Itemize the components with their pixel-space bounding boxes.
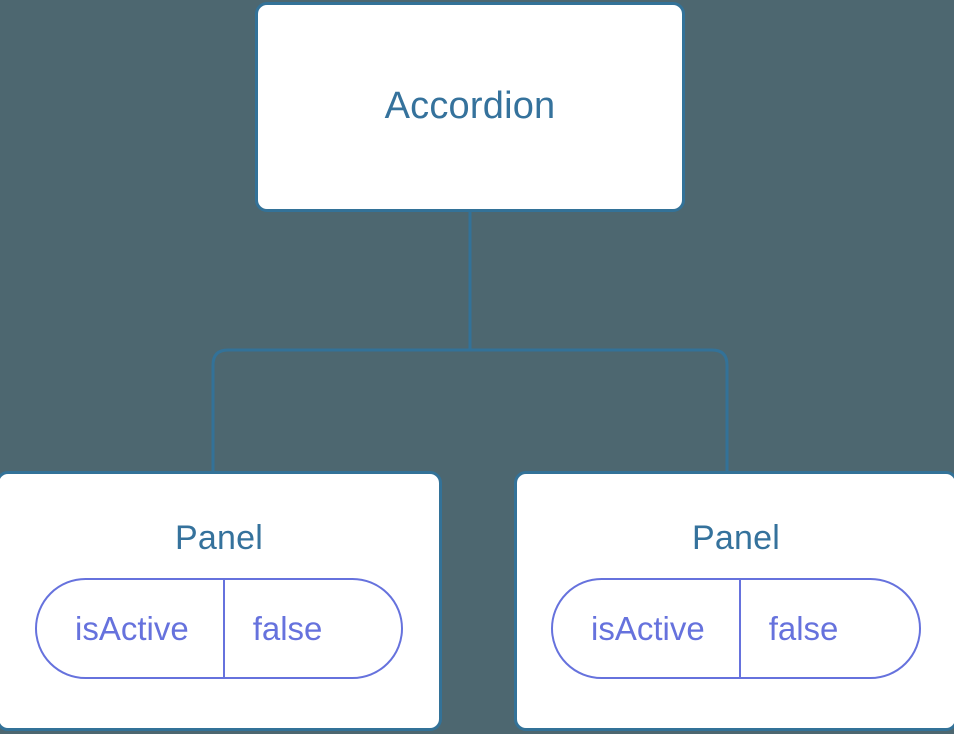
node-panel-left[interactable]: Panel isActive false <box>0 471 442 731</box>
node-accordion-label: Accordion <box>384 85 556 128</box>
node-panel-left-label: Panel <box>175 519 263 557</box>
state-badge-key: isActive <box>37 580 225 678</box>
node-accordion[interactable]: Accordion <box>255 2 685 212</box>
state-badge-value: false <box>252 610 323 648</box>
node-panel-right-label: Panel <box>692 519 780 557</box>
node-panel-right[interactable]: Panel isActive false <box>514 471 954 731</box>
edge-to-panel-left <box>211 348 470 474</box>
state-badge-panel-right: isActive false <box>551 578 921 680</box>
state-badge-value: false <box>768 610 839 648</box>
state-badge-panel-left: isActive false <box>35 578 403 680</box>
state-badge-key: isActive <box>553 580 741 678</box>
edge-to-panel-right <box>470 348 729 474</box>
